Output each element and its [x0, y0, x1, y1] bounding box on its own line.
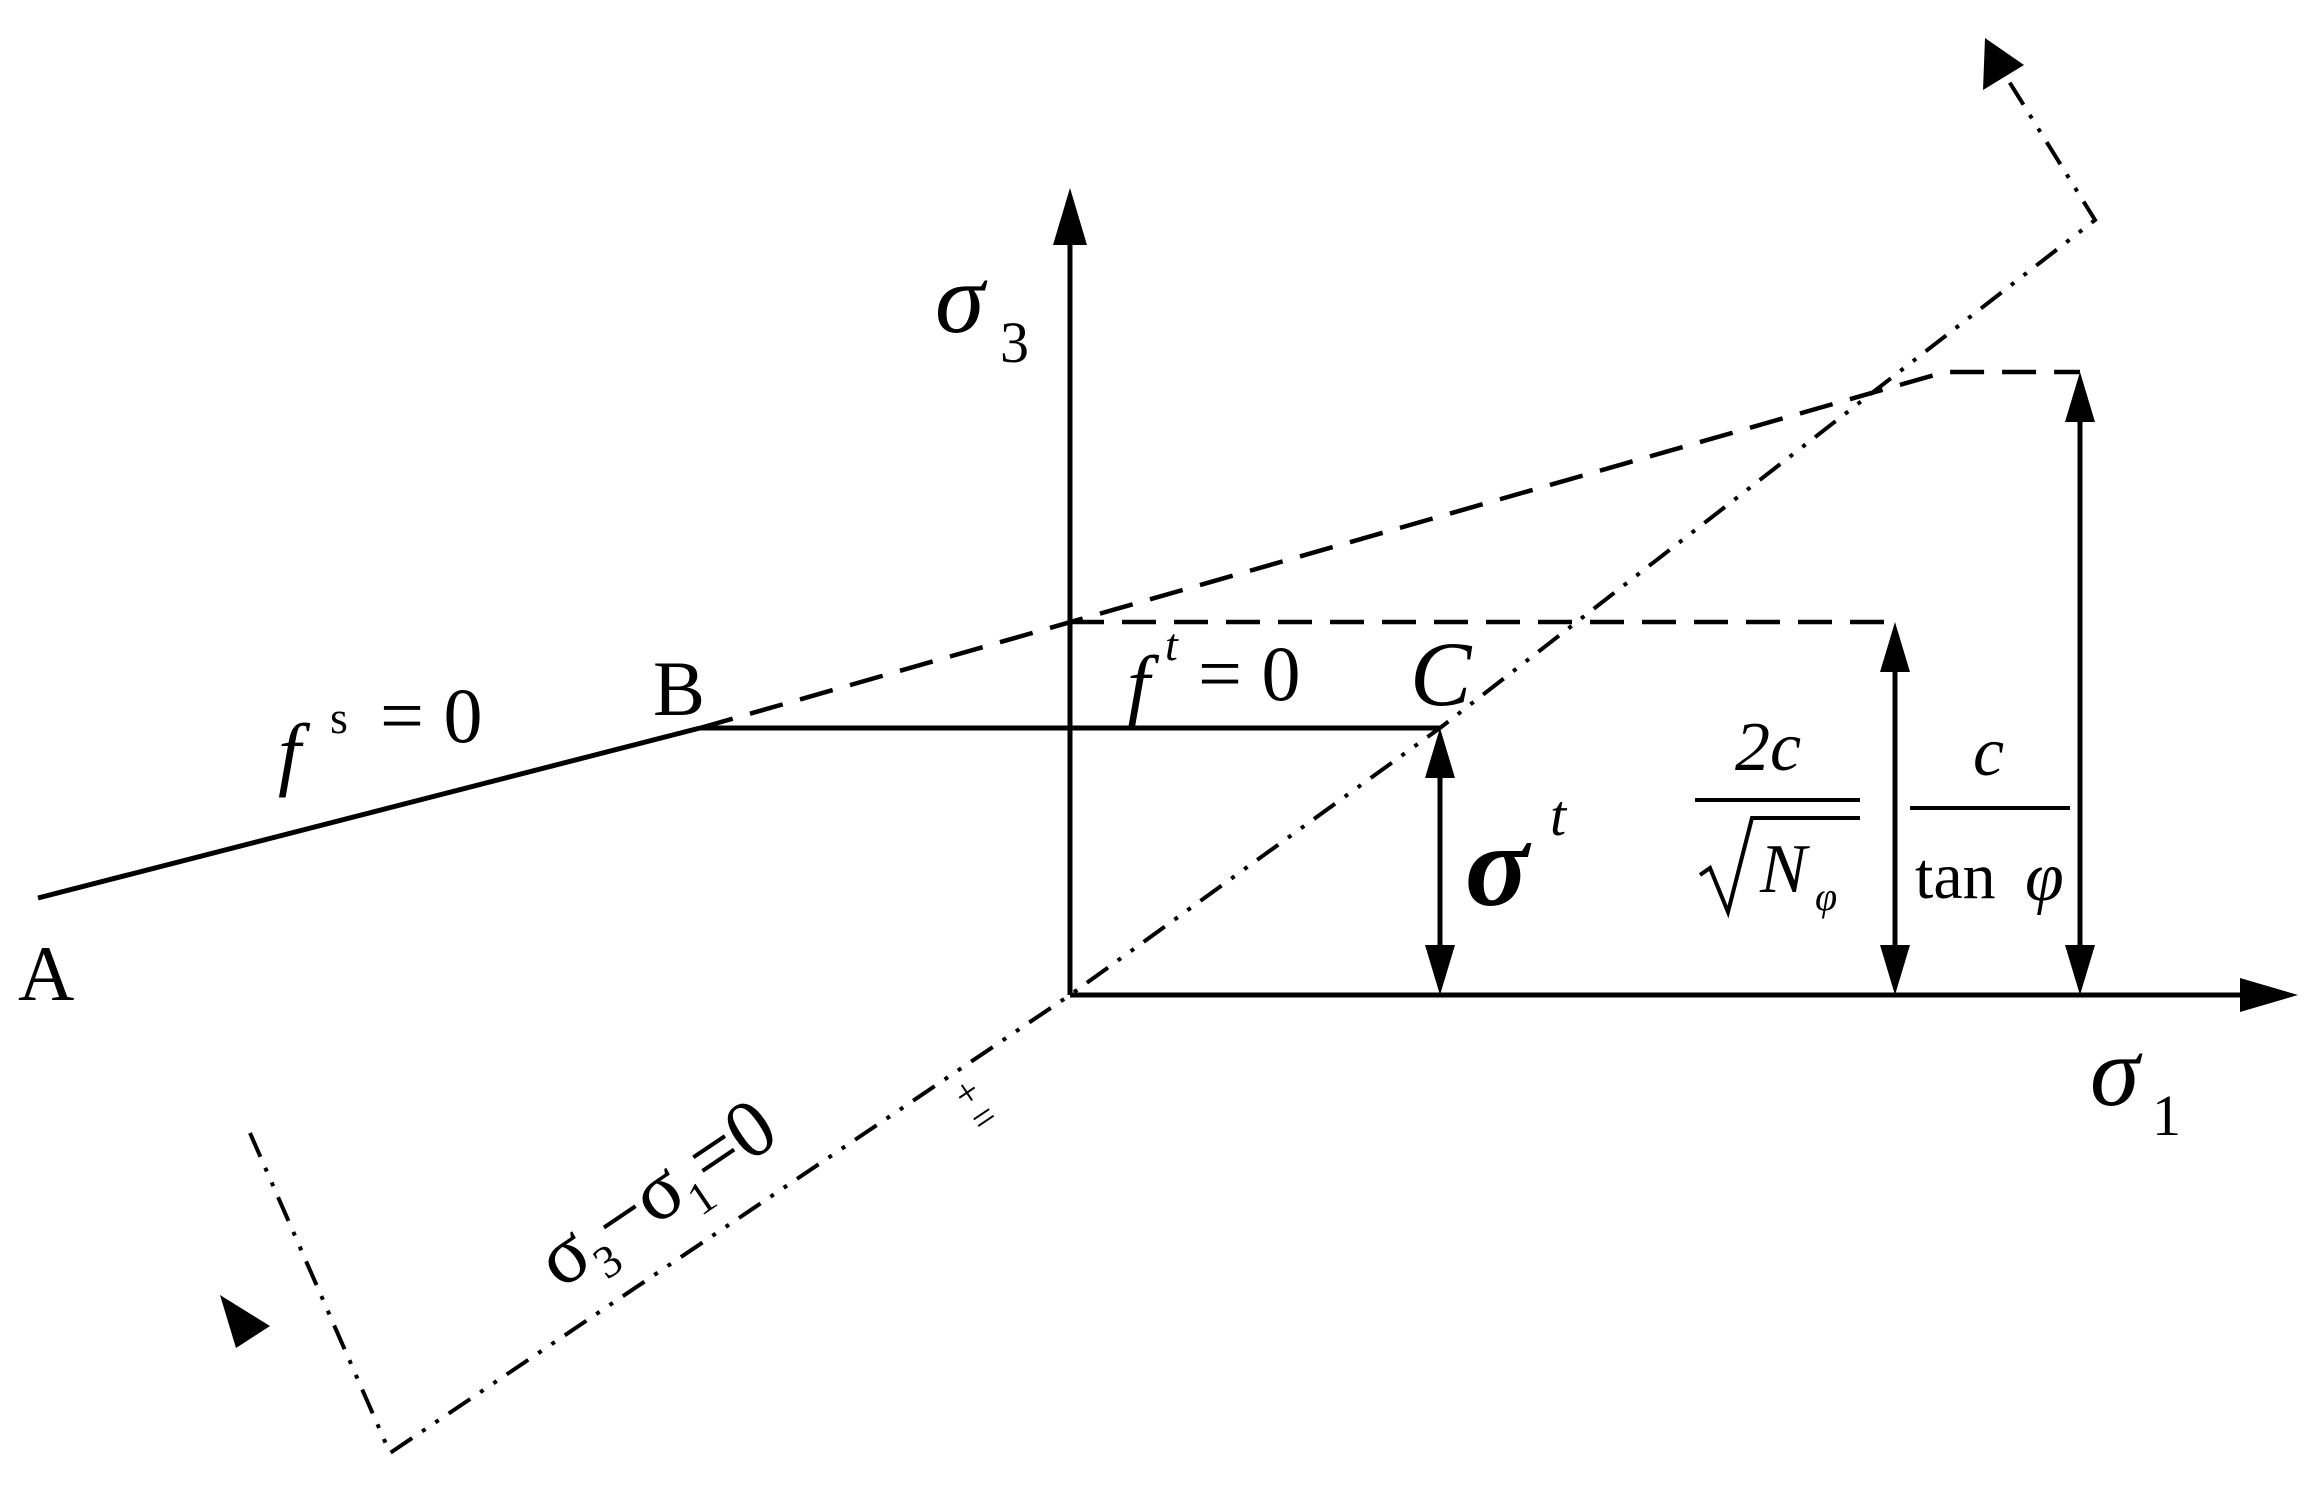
- label-point-c: C: [1410, 623, 1473, 725]
- tensile-strength-superscript: t: [1550, 783, 1568, 848]
- svg-text:σ3−σ1=0: σ3−σ1=0: [519, 1080, 798, 1314]
- diagonal-arrowhead-bottom: [220, 1295, 270, 1348]
- sigma1-axis-label: σ: [2090, 1016, 2143, 1127]
- fraction-c-numerator: c: [1973, 714, 2004, 791]
- label-point-a: A: [18, 930, 74, 1017]
- label-point-b: B: [653, 645, 705, 732]
- radical-sign: [1698, 816, 1860, 919]
- fraction-2c-denominator-sub: φ: [1815, 874, 1837, 919]
- sigma1-axis-arrowhead: [2240, 978, 2298, 1012]
- diagonal-arrowhead-top: [1983, 38, 2024, 90]
- diagonal-line: [248, 73, 2098, 1456]
- axes: [1053, 188, 2298, 1012]
- 2c-sqrtN-dimension: [1880, 622, 1910, 995]
- sigma1-axis-subscript: 1: [2152, 1083, 2181, 1148]
- tension-criterion-superscript: t: [1165, 619, 1179, 670]
- shear-criterion-equation: = 0: [380, 672, 483, 759]
- shear-failure-line: [37, 725, 701, 901]
- tension-criterion-equation: = 0: [1198, 630, 1301, 717]
- sigma3-axis-subscript: 3: [1000, 310, 1029, 375]
- sigma-t-dimension: [1425, 728, 1455, 995]
- diagonal-sign-mark: + =: [945, 1068, 1006, 1143]
- fraction-2c-numerator: 2c: [1735, 709, 1801, 786]
- c-tanphi-dimension: [2065, 372, 2095, 995]
- fraction-c-denominator-var: φ: [2025, 839, 2064, 916]
- diagonal-label: σ3−σ1=0: [519, 1080, 798, 1314]
- sigma3-axis-label: σ: [935, 243, 988, 354]
- tensile-strength-symbol: σ: [1465, 800, 1532, 931]
- diagonal-mark-minus: =: [962, 1092, 1006, 1142]
- shear-criterion-f: f: [278, 707, 311, 798]
- shear-criterion-superscript: s: [330, 692, 348, 743]
- fraction-2c-denominator-var: N: [1759, 831, 1810, 908]
- fraction-2c-root: √: [1730, 877, 1731, 879]
- sigma3-axis-arrowhead: [1053, 188, 1087, 245]
- fraction-c-denominator-func: tan: [1915, 840, 1996, 913]
- tension-criterion-f: f: [1127, 639, 1160, 730]
- shear-envelope-extension: [699, 369, 2080, 731]
